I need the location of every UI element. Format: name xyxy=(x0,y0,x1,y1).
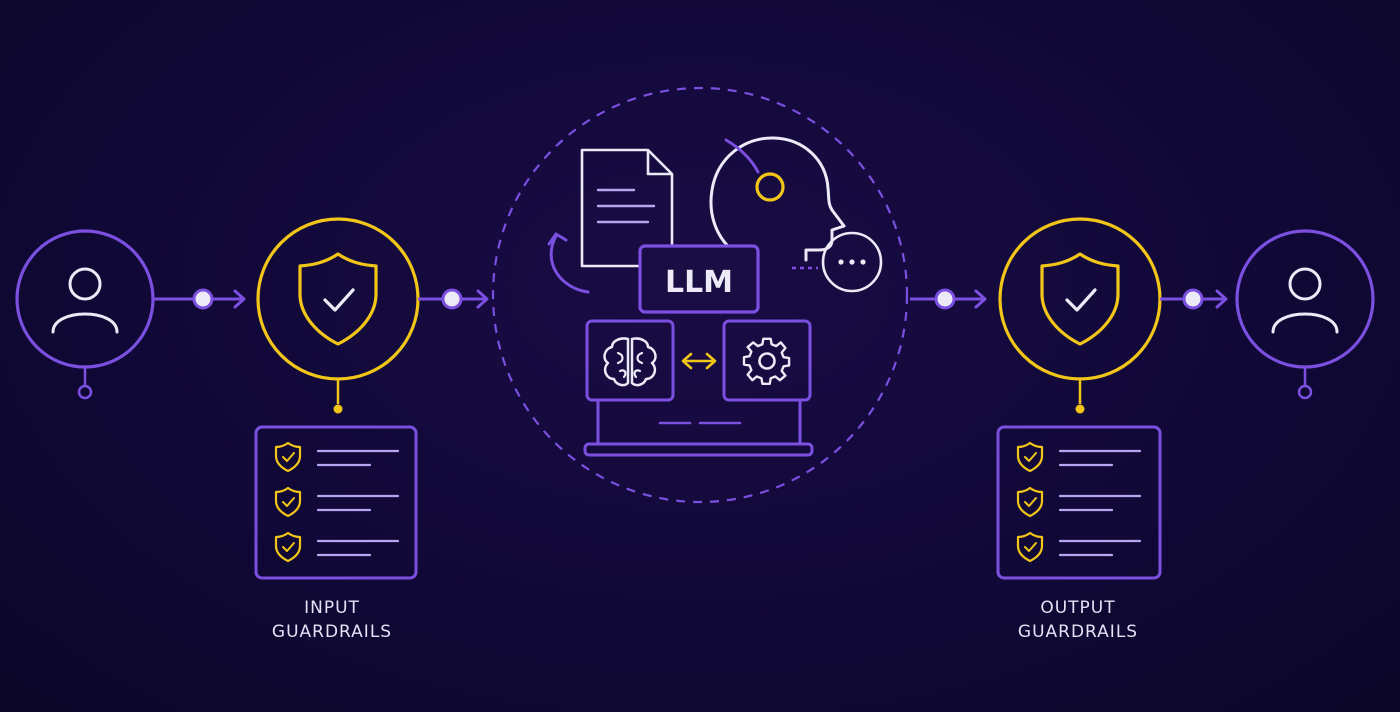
brain-box xyxy=(585,319,675,402)
left-user-node xyxy=(15,229,155,400)
connector-output-to-user xyxy=(1160,288,1228,310)
output-guardrails-caption: OUTPUT GUARDRAILS xyxy=(968,596,1188,644)
shield-check-icon xyxy=(1016,441,1044,473)
input-caption-line2: GUARDRAILS xyxy=(271,622,393,642)
ellipsis-icon xyxy=(792,231,883,293)
input-guardrails-caption: INPUT GUARDRAILS xyxy=(222,596,442,644)
input-checklist xyxy=(254,425,418,580)
output-caption-line1: OUTPUT xyxy=(1040,598,1116,618)
output-caption-line2: GUARDRAILS xyxy=(1017,622,1139,642)
laptop-icon xyxy=(583,401,814,457)
connector-llm-to-output xyxy=(910,288,987,310)
input-caption-line1: INPUT xyxy=(304,598,360,618)
llm-label: LLM xyxy=(665,265,733,300)
shield-check-icon xyxy=(274,486,302,518)
llm-box: LLM xyxy=(638,244,760,314)
llm-cluster: LLM xyxy=(491,86,909,504)
input-guardrail-node xyxy=(256,217,420,414)
shield-check-icon xyxy=(274,531,302,563)
user-icon xyxy=(1271,267,1339,334)
gear-box xyxy=(722,319,812,402)
gear-icon xyxy=(742,337,791,386)
connector-input-to-llm xyxy=(418,288,489,310)
shield-check-icon xyxy=(298,252,378,346)
cycle-arrow-icon xyxy=(547,232,590,294)
bidirectional-arrow-icon xyxy=(681,352,717,370)
connector-user-to-input xyxy=(153,288,246,310)
head-icon xyxy=(709,136,846,262)
shield-check-icon xyxy=(1016,531,1044,563)
shield-check-icon xyxy=(274,441,302,473)
shield-check-icon xyxy=(1016,486,1044,518)
brain-icon xyxy=(603,337,657,387)
right-user-node xyxy=(1235,229,1375,400)
document-icon xyxy=(580,148,674,268)
user-icon xyxy=(51,267,119,334)
output-guardrail-node xyxy=(998,217,1162,414)
shield-check-icon xyxy=(1040,252,1120,346)
output-checklist xyxy=(996,425,1162,580)
